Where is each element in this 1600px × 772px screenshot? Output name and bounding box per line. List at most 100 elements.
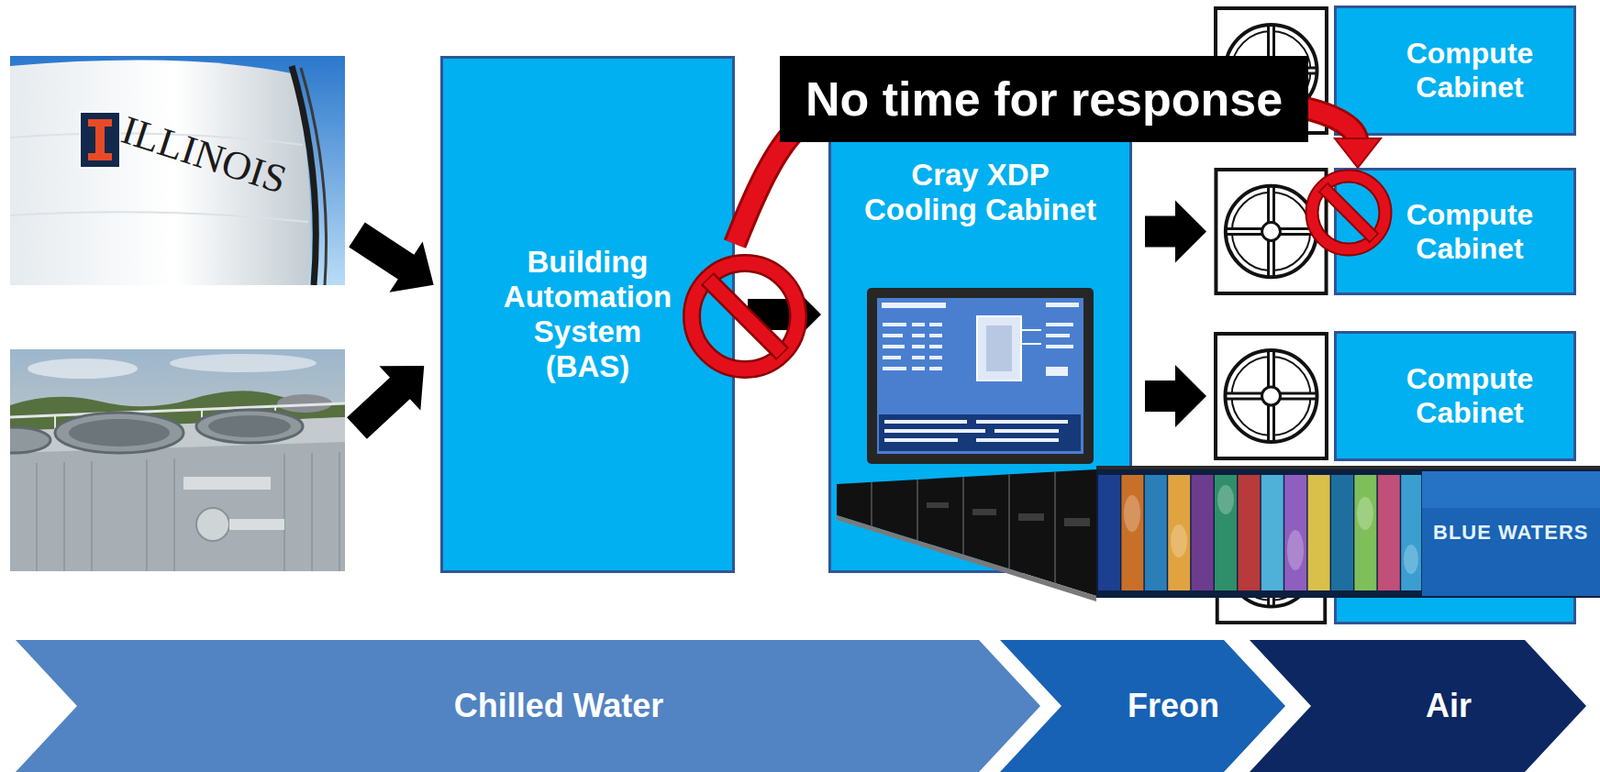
supercomputer-photo	[1403, 544, 1419, 575]
cooling-tower-photo	[35, 463, 38, 572]
supercomputer-photo	[1422, 471, 1600, 597]
controller-screen	[1045, 344, 1074, 349]
water-tank-photo	[88, 153, 112, 161]
cooling-tower-photo	[183, 477, 271, 490]
cooling-tower-photo	[208, 415, 291, 438]
controller-screen	[866, 288, 1094, 465]
fan-symbol	[1213, 167, 1329, 296]
controller-screen	[882, 333, 903, 338]
cooling-tower-photo	[10, 427, 51, 454]
compute-cabinet-hidden	[1217, 501, 1576, 624]
prohibition-sign	[691, 263, 799, 370]
supercomputer-photo	[870, 482, 873, 527]
supercomputer-photo	[1400, 475, 1422, 591]
supercomputer-photo	[1287, 530, 1304, 571]
cooling-tower-photo	[36, 452, 340, 572]
water-tank-photo	[300, 67, 327, 286]
controller-screen	[1045, 322, 1074, 327]
water-tank-photo	[79, 111, 121, 168]
controller-screen	[929, 344, 943, 349]
prohibition-sign	[691, 263, 799, 370]
water-tank-photo	[10, 55, 345, 286]
cooling-tower-photo	[68, 419, 170, 447]
cooling-tower-photo	[169, 354, 317, 373]
prohibition-sign	[708, 279, 782, 354]
box-label: Compute Cabinet	[1373, 36, 1567, 105]
supercomputer-photo	[916, 479, 919, 541]
flow-arrow	[1144, 200, 1207, 264]
controller-screen	[884, 420, 1068, 443]
cooling-tower-photo	[127, 412, 130, 429]
chevron-shape	[1249, 640, 1587, 772]
flow-arrow	[1144, 365, 1207, 428]
controller-screen	[882, 366, 907, 371]
controller-screen	[929, 322, 943, 327]
cooling-tower-photo	[196, 508, 230, 542]
prohibition-sign	[1311, 176, 1386, 250]
supercomputer-photo	[836, 466, 1600, 602]
controller-screen	[881, 302, 946, 309]
supercomputer-photo	[1123, 495, 1141, 533]
controller-screen	[882, 344, 905, 349]
input-arrow	[336, 344, 445, 451]
cooling-tower-photo	[311, 453, 313, 572]
cooling-tower-photo	[55, 412, 184, 454]
cooling-tower-photo	[274, 406, 277, 423]
arrowhead	[1334, 138, 1381, 168]
supercomputer-photo	[1308, 475, 1331, 591]
controller-screen	[866, 288, 1094, 465]
controller-screen	[1045, 333, 1070, 338]
controller-screen	[882, 322, 907, 327]
prohibition-sign	[707, 278, 783, 355]
controller-screen	[884, 429, 986, 434]
supercomputer-photo	[1377, 475, 1400, 591]
supercomputer-photo	[1098, 475, 1121, 591]
controller-screen	[929, 333, 943, 338]
supercomputer-photo	[1191, 475, 1214, 591]
flow-band: Chilled Water	[15, 640, 1041, 772]
controller-screen	[882, 355, 901, 360]
supercomputer-photo	[871, 472, 1056, 584]
cooling-tower-photo	[90, 461, 93, 572]
cooling-tower-photo	[10, 390, 345, 434]
cooling-tower-photo	[10, 417, 345, 572]
process-box: Building Automation System (BAS)	[440, 55, 735, 574]
supercomputer-photo	[1121, 475, 1144, 591]
controller-screen	[977, 316, 1022, 381]
supercomputer-photo	[1331, 475, 1354, 591]
supercomputer-photo	[1144, 475, 1167, 591]
water-tank-photo	[88, 119, 112, 127]
flow-arrow	[1144, 365, 1207, 428]
supercomputer-photo	[1217, 485, 1234, 515]
compute-cabinet-hidden	[1217, 501, 1326, 623]
flow-arrow	[1144, 200, 1207, 264]
cabinet-box: Compute Cabinet	[1213, 167, 1577, 296]
supercomputer-photo	[1356, 497, 1374, 531]
water-tank-photo	[291, 66, 316, 286]
supercomputer-photo	[1170, 524, 1188, 558]
controller-screen	[911, 366, 925, 371]
prohibition-sign	[691, 263, 799, 370]
supercomputer-photo	[926, 502, 949, 509]
cooling-tower-photo	[283, 454, 286, 572]
cooling-tower-photo	[200, 409, 203, 425]
supercomputer-photo	[1167, 475, 1190, 591]
controller-screen	[884, 420, 967, 424]
cooling-tower-photo	[229, 519, 285, 531]
water-tank-photo	[95, 126, 105, 161]
supercomputer-photo	[972, 509, 997, 516]
cooling-tower-photo	[196, 410, 303, 444]
controller-screen	[1045, 302, 1079, 308]
cooling-tower-photo	[63, 462, 66, 572]
cooling-tower-photo	[338, 452, 341, 572]
prohibition-sign	[1311, 176, 1386, 250]
water-tank-photo	[10, 211, 309, 223]
box-label: Building Automation System (BAS)	[500, 244, 676, 385]
prohibition-sign	[1323, 188, 1374, 238]
box-label: Compute Cabinet	[1373, 198, 1567, 267]
controller-screen	[911, 355, 925, 360]
controller-screen	[884, 438, 958, 443]
photo-text: ILLINOIS	[115, 106, 292, 204]
water-tank-photo	[10, 60, 312, 286]
